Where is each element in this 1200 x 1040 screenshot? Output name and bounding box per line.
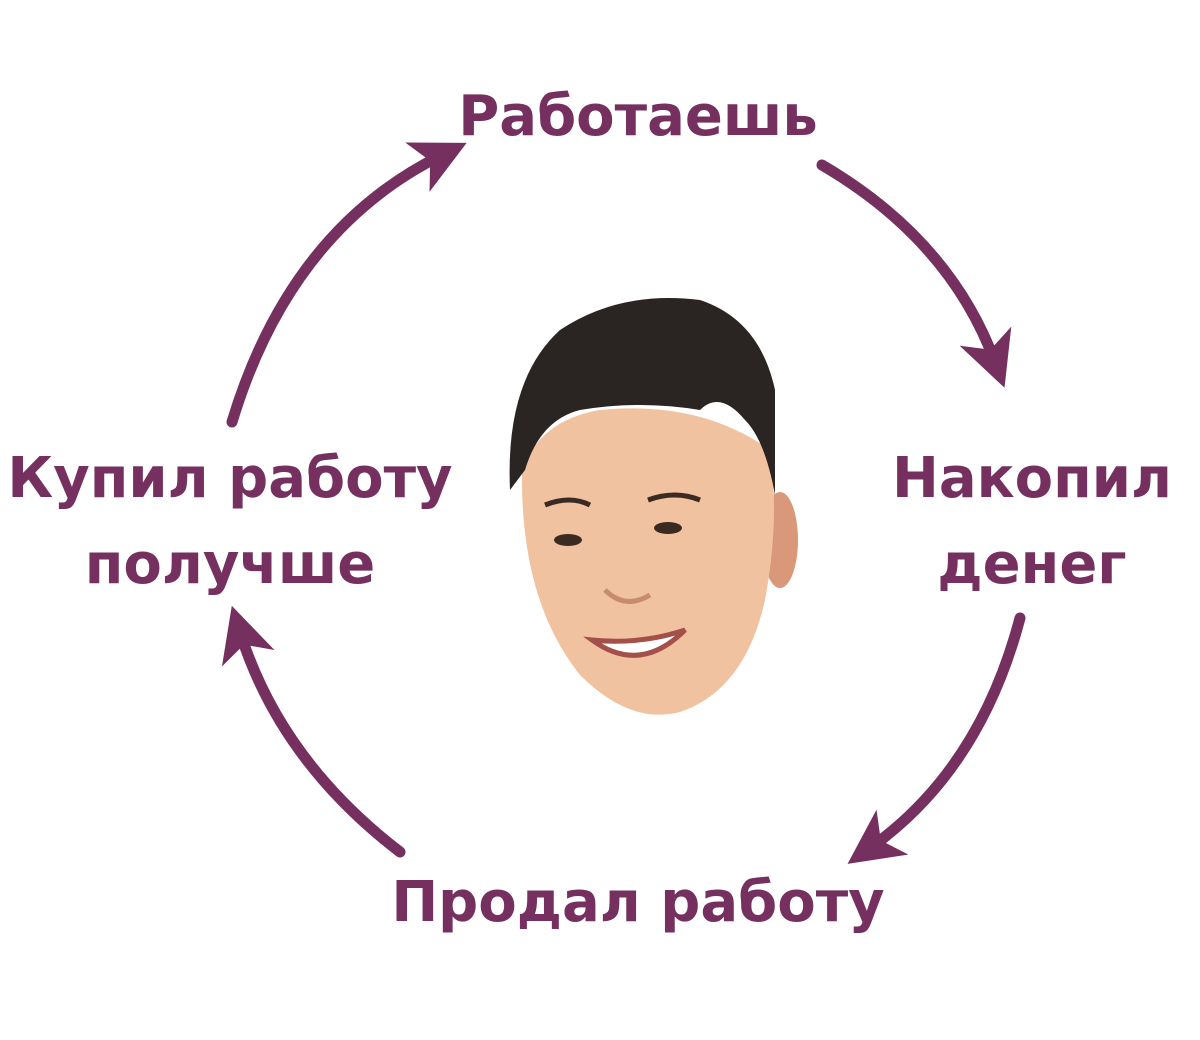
label-top-work: Работаешь <box>458 84 818 149</box>
label-left-line2: получше <box>84 532 376 597</box>
arrow-bottom-right <box>847 612 1026 864</box>
face-image <box>509 298 798 715</box>
arrow-top-right <box>816 159 1012 388</box>
label-bottom-sold-work: Продал работу <box>391 870 885 935</box>
label-left-bought-better-work: Купил работу получше <box>7 436 452 608</box>
label-right-line1: Накопил <box>891 446 1173 511</box>
label-left-line1: Купил работу <box>7 446 453 511</box>
arrow-top-left <box>226 142 467 428</box>
arrow-bottom-left <box>221 605 406 858</box>
label-right-line2: денег <box>937 532 1127 597</box>
label-right-saved-money: Накопил денег <box>892 436 1172 608</box>
